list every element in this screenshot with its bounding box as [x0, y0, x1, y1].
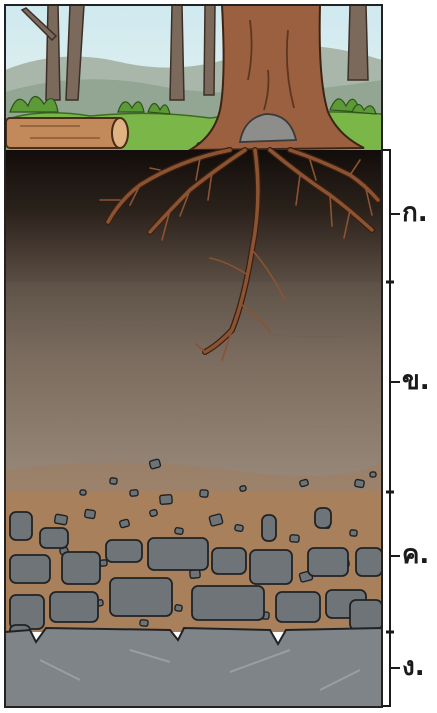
rock-cobble	[10, 555, 50, 583]
gravel-fragment	[140, 620, 148, 627]
gravel-fragment	[149, 509, 157, 517]
gravel-fragment	[209, 514, 223, 527]
fallen-log	[6, 118, 128, 148]
gravel-fragment	[119, 519, 130, 528]
surface-forest-scene	[5, 5, 382, 152]
gravel-fragment	[354, 479, 364, 487]
layer-c-label: ค.	[402, 542, 429, 568]
gravel-fragment	[84, 509, 95, 519]
layer-b-label: ข.	[402, 368, 430, 394]
gravel-fragment	[350, 530, 357, 537]
rock-cobble	[250, 550, 292, 584]
rock-cobble	[148, 538, 208, 570]
rock-cobble	[40, 528, 68, 548]
rock-cobble	[315, 508, 331, 528]
rock-cobble	[10, 512, 32, 540]
gravel-fragment	[175, 604, 183, 611]
rock-cobble	[308, 548, 348, 576]
gravel-fragment	[160, 494, 173, 504]
gravel-fragment	[370, 472, 376, 478]
rock-cobble	[62, 552, 100, 584]
rock-cobble	[276, 592, 320, 622]
gravel-fragment	[239, 485, 246, 491]
layer-a-label: ก.	[402, 200, 428, 226]
rock-cobble	[350, 600, 382, 630]
rock-cobble	[212, 548, 246, 574]
gravel-fragment	[175, 527, 184, 534]
layer-d-band	[5, 628, 382, 707]
gravel-fragment	[190, 570, 201, 579]
layer-a-band	[5, 150, 382, 282]
gravel-fragment	[235, 524, 244, 531]
rock-cobble	[110, 578, 172, 616]
rock-cobble	[10, 595, 44, 629]
rock-cobble	[106, 540, 142, 562]
layer-b-band	[5, 282, 382, 492]
gravel-fragment	[200, 490, 209, 498]
rock-cobble	[262, 515, 276, 541]
layer-bracket	[382, 150, 400, 706]
rock-cobble	[356, 548, 382, 576]
gravel-fragment	[54, 514, 67, 525]
layer-d-label: ง.	[402, 654, 425, 680]
gravel-fragment	[290, 535, 300, 543]
gravel-fragment	[130, 490, 138, 497]
rock-cobble	[192, 586, 264, 620]
gravel-fragment	[80, 490, 86, 496]
gravel-fragment	[149, 459, 161, 469]
gravel-fragment	[110, 478, 117, 485]
gravel-fragment	[299, 479, 308, 487]
rock-cobble	[50, 592, 98, 622]
